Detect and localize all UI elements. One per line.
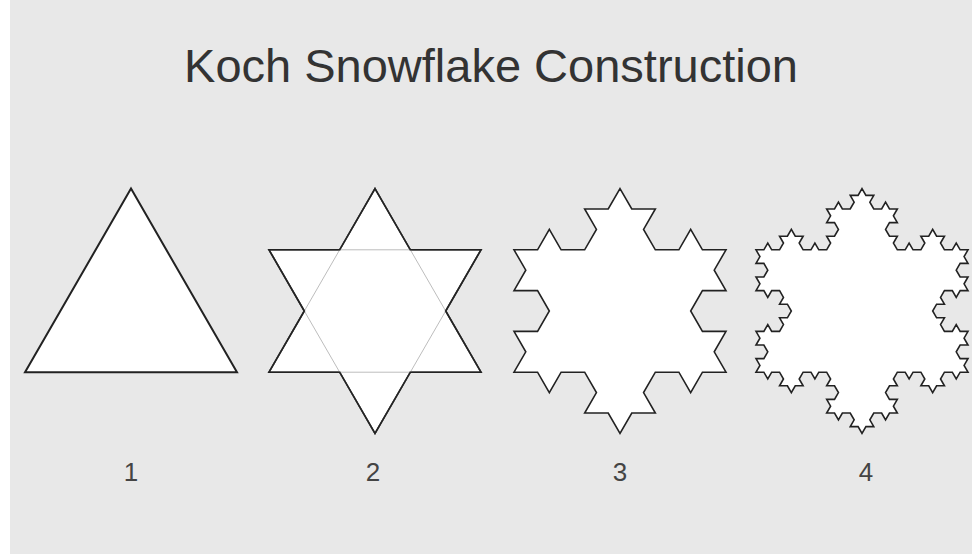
step-number: 2 [333, 458, 413, 487]
construction-line [269, 250, 481, 434]
step-number: 1 [91, 458, 171, 487]
koch-snowflake [514, 189, 726, 434]
koch-snowflake [25, 189, 237, 373]
koch-snowflake [756, 189, 968, 434]
step-number: 3 [580, 458, 660, 487]
step-number: 4 [826, 458, 906, 487]
koch-snowflake-outline [269, 189, 481, 434]
construction-line [269, 189, 481, 373]
diagram-title: Koch Snowflake Construction [10, 40, 972, 92]
koch-snowflake [269, 189, 481, 434]
